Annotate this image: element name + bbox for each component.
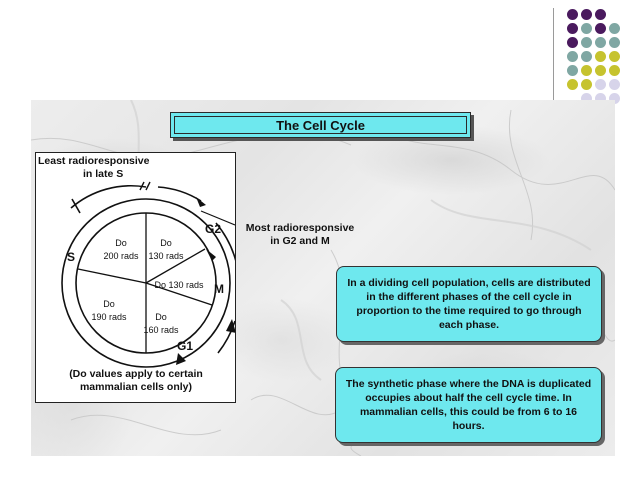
deco-dot xyxy=(595,9,606,20)
deco-dot xyxy=(595,23,606,34)
deco-dot xyxy=(609,23,620,34)
cell-cycle-graphic xyxy=(61,181,235,368)
decorative-dot-grid xyxy=(565,7,637,104)
divider-upper-right xyxy=(145,248,206,284)
arc-break-mark xyxy=(145,181,151,191)
info-box-synthetic-phase: The synthetic phase where the DNA is dup… xyxy=(335,367,602,443)
page-title: The Cell Cycle xyxy=(276,117,365,133)
deco-dot xyxy=(609,65,620,76)
circle-arrowhead-bottom xyxy=(176,353,186,365)
g2-m-arc xyxy=(215,222,235,262)
deco-dot xyxy=(567,9,578,20)
deco-dot xyxy=(609,79,620,90)
segment-m-label: Do 130 rads xyxy=(154,280,204,290)
deco-dot xyxy=(595,79,606,90)
deco-dot xyxy=(567,79,578,90)
deco-dot xyxy=(595,51,606,62)
segment-g1-label: Do 160 rads xyxy=(143,312,179,335)
circle-arrowhead-right xyxy=(206,249,216,261)
phase-g1-label: G1 xyxy=(177,339,194,353)
deco-dot xyxy=(581,93,592,104)
late-s-arc-left xyxy=(70,184,147,209)
deco-dot xyxy=(567,51,578,62)
arc-end-tick xyxy=(71,198,81,214)
info-box-distribution: In a dividing cell population, cells are… xyxy=(336,266,602,342)
info-box-synthetic-phase-text: The synthetic phase where the DNA is dup… xyxy=(345,378,592,432)
deco-dot xyxy=(581,23,592,34)
divider-left xyxy=(77,268,147,284)
deco-dot xyxy=(595,37,606,48)
info-box-distribution-text: In a dividing cell population, cells are… xyxy=(347,277,591,331)
deco-dot xyxy=(567,37,578,48)
deco-dot xyxy=(567,23,578,34)
phase-m-label: M xyxy=(214,282,224,296)
deco-dot xyxy=(567,65,578,76)
deco-dot xyxy=(609,37,620,48)
late-s-arc-right xyxy=(157,186,202,202)
divider-lower-right xyxy=(145,282,213,306)
deco-dot xyxy=(581,79,592,90)
diagram-footnote: (Do values apply to certain mammalian ce… xyxy=(69,368,203,393)
segment-g2-label: Do 130 rads xyxy=(148,238,184,261)
deco-dot xyxy=(609,51,620,62)
segment-s-early-label: Do 200 rads xyxy=(103,238,139,261)
header-rule xyxy=(553,8,554,100)
cell-cycle-diagram: Least radioresponsive in late S S G2 M G… xyxy=(35,152,236,403)
deco-dot xyxy=(581,51,592,62)
deco-dot xyxy=(581,37,592,48)
m-arc-lower xyxy=(217,320,235,354)
title-inner-border xyxy=(174,116,467,134)
deco-dot xyxy=(581,9,592,20)
arc-break-mark xyxy=(139,181,145,191)
phase-s-label: S xyxy=(67,250,76,264)
most-radioresponsive-label: Most radioresponsive in G2 and M xyxy=(245,222,355,247)
m-arrowhead xyxy=(226,319,235,333)
title-box: The Cell Cycle xyxy=(170,112,471,138)
segment-s-late-label: Do 190 rads xyxy=(91,299,127,322)
arc-arrowhead xyxy=(196,197,206,207)
deco-dot xyxy=(595,93,606,104)
least-radioresponsive-label: Least radioresponsive in late S xyxy=(38,155,150,180)
deco-dot xyxy=(609,93,620,104)
deco-dot xyxy=(581,65,592,76)
phase-g2-label: G2 xyxy=(205,222,222,236)
deco-dot xyxy=(595,65,606,76)
most-pointer-line xyxy=(200,210,235,226)
